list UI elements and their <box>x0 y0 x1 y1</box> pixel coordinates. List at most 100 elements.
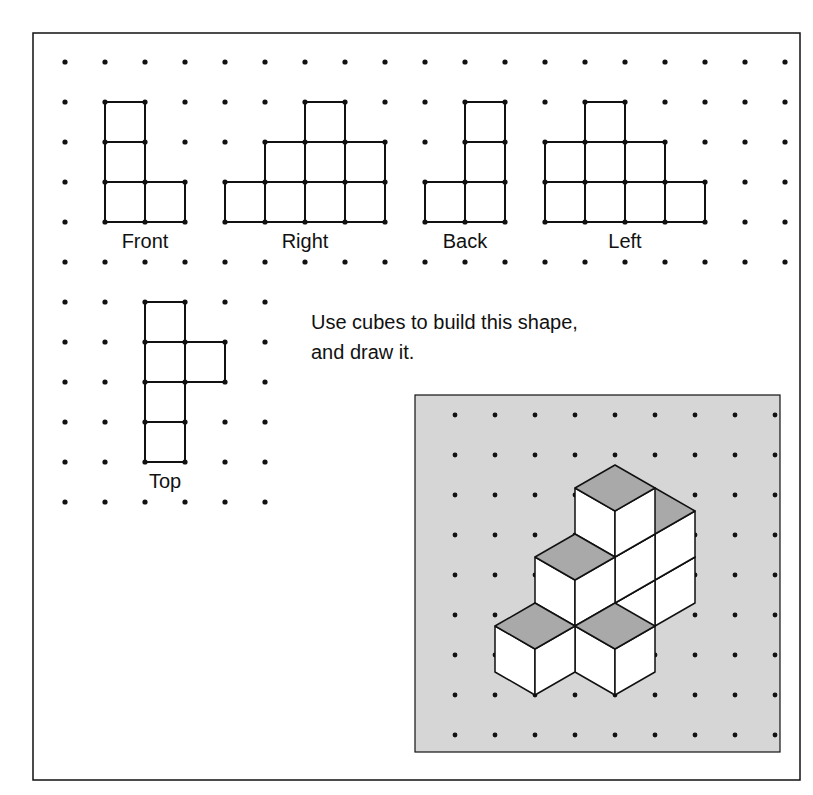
grid-dot <box>653 453 658 458</box>
grid-dot <box>222 99 227 104</box>
grid-dot <box>422 99 427 104</box>
grid-dot <box>662 99 667 104</box>
grid-dot <box>102 259 107 264</box>
grid-dot <box>493 693 498 698</box>
grid-dot <box>733 573 738 578</box>
page-border <box>33 33 800 780</box>
grid-dot <box>222 259 227 264</box>
grid-dot <box>573 733 578 738</box>
view-label: Right <box>279 229 332 253</box>
grid-dot <box>62 419 67 424</box>
grid-dot <box>573 413 578 418</box>
grid-dot <box>102 59 107 64</box>
grid-dot <box>542 59 547 64</box>
grid-dot <box>573 693 578 698</box>
grid-dot <box>582 59 587 64</box>
grid-dot <box>182 259 187 264</box>
grid-dot <box>542 259 547 264</box>
grid-dot <box>102 339 107 344</box>
grid-dot <box>782 59 787 64</box>
grid-dot <box>622 59 627 64</box>
grid-dot <box>533 413 538 418</box>
grid-dot <box>262 299 267 304</box>
cube-top-face <box>495 603 575 649</box>
grid-dot <box>742 139 747 144</box>
grid-dot <box>782 99 787 104</box>
grid-dot <box>742 219 747 224</box>
grid-dot <box>142 59 147 64</box>
grid-dot <box>62 259 67 264</box>
grid-dot <box>102 499 107 504</box>
grid-dot <box>773 733 778 738</box>
grid-dot <box>142 259 147 264</box>
grid-dot <box>773 413 778 418</box>
grid-dot <box>693 693 698 698</box>
grid-dot <box>422 139 427 144</box>
cube-top-face <box>535 534 615 580</box>
grid-dot <box>262 419 267 424</box>
grid-dot <box>382 59 387 64</box>
grid-dot <box>302 59 307 64</box>
grid-dot <box>62 99 67 104</box>
grid-dot <box>453 573 458 578</box>
grid-dot <box>493 733 498 738</box>
grid-dot <box>742 259 747 264</box>
grid-dot <box>693 493 698 498</box>
grid-dot <box>453 733 458 738</box>
grid-dot <box>693 453 698 458</box>
grid-dot <box>782 259 787 264</box>
grid-dot <box>182 499 187 504</box>
grid-dot <box>262 499 267 504</box>
grid-dot <box>493 493 498 498</box>
instruction-text: Use cubes to build this shape, and draw … <box>311 307 611 367</box>
grid-dot <box>662 59 667 64</box>
grid-dot <box>453 493 458 498</box>
grid-dot <box>773 573 778 578</box>
grid-dot <box>453 653 458 658</box>
grid-dot <box>493 453 498 458</box>
grid-dot <box>62 499 67 504</box>
grid-dot <box>613 453 618 458</box>
grid-dot <box>693 613 698 618</box>
grid-dot <box>742 179 747 184</box>
grid-dot <box>342 259 347 264</box>
grid-dot <box>142 499 147 504</box>
grid-dot <box>422 259 427 264</box>
grid-dot <box>533 533 538 538</box>
grid-dot <box>62 219 67 224</box>
grid-dot <box>453 613 458 618</box>
grid-dot <box>262 59 267 64</box>
grid-dot <box>182 99 187 104</box>
grid-dot <box>382 99 387 104</box>
grid-dot <box>493 573 498 578</box>
grid-dot <box>573 453 578 458</box>
grid-dot <box>262 379 267 384</box>
view-outlines <box>105 102 705 462</box>
grid-dot <box>773 453 778 458</box>
grid-dot <box>613 413 618 418</box>
grid-dot <box>222 459 227 464</box>
grid-dot <box>62 339 67 344</box>
grid-dot <box>342 59 347 64</box>
grid-dot <box>222 299 227 304</box>
grid-dot <box>102 459 107 464</box>
grid-dot <box>693 733 698 738</box>
grid-dot <box>773 533 778 538</box>
grid-dot <box>453 693 458 698</box>
grid-dot <box>773 613 778 618</box>
grid-dot <box>222 59 227 64</box>
grid-dot <box>533 733 538 738</box>
grid-dot <box>62 379 67 384</box>
grid-dot <box>502 59 507 64</box>
grid-dot <box>693 413 698 418</box>
grid-dot <box>262 259 267 264</box>
grid-dot <box>733 413 738 418</box>
grid-dot <box>502 259 507 264</box>
grid-dot <box>262 339 267 344</box>
grid-dot <box>693 653 698 658</box>
grid-dot <box>733 453 738 458</box>
view-label: Front <box>119 229 172 253</box>
isometric-drawing <box>495 465 695 695</box>
grid-dot <box>773 493 778 498</box>
grid-dot <box>102 299 107 304</box>
